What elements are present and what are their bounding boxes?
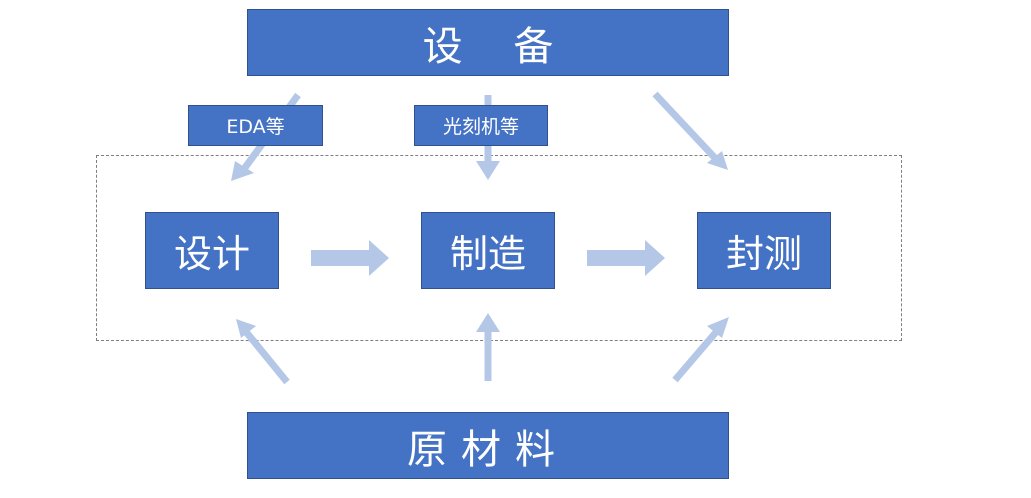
- arrow-design-to-manufacture: [311, 240, 389, 276]
- arrow-equipment-to-design-head: [231, 161, 254, 181]
- manufacture-stage-box: 制造: [421, 212, 555, 289]
- arrow-equipment-to-package-shaft: [652, 91, 718, 161]
- design-stage-label: 设计: [173, 232, 250, 276]
- eda-tag-label: EDA等: [226, 116, 285, 138]
- arrow-materials-to-design-head: [236, 319, 256, 338]
- package-test-stage-box: 封测: [697, 212, 831, 289]
- lithography-tag-label: 光刻机等: [442, 116, 519, 138]
- materials-label: 原材料: [407, 426, 569, 473]
- arrow-equipment-to-package-head: [707, 151, 728, 170]
- process-scope-frame: [96, 155, 902, 341]
- equipment-label: 设 备: [422, 23, 554, 70]
- materials-box: 原材料: [247, 412, 729, 479]
- eda-tag: EDA等: [188, 105, 323, 146]
- package-test-stage-label: 封测: [725, 232, 802, 276]
- arrow-materials-to-design-shaft: [244, 330, 290, 385]
- design-stage-box: 设计: [145, 212, 279, 289]
- arrow-materials-to-package-head: [707, 317, 729, 338]
- lithography-tag: 光刻机等: [414, 105, 548, 146]
- manufacture-stage-label: 制造: [449, 232, 526, 276]
- arrow-equipment-to-manufacture-head: [476, 161, 500, 180]
- arrow-manufacture-to-package: [587, 240, 665, 276]
- equipment-box: 设 备: [247, 9, 729, 76]
- arrow-materials-to-package-shaft: [672, 328, 720, 383]
- arrow-materials-to-manufacture-head: [476, 313, 500, 332]
